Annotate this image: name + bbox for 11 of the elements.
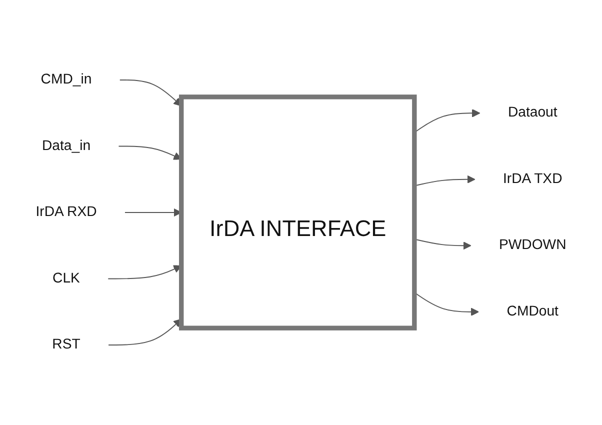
- node-text: Dataout: [508, 104, 558, 120]
- node-text: RST: [52, 336, 80, 352]
- node-text: IrDA RXD: [36, 204, 97, 220]
- node-text: PWDOWN: [498, 236, 566, 253]
- node-text: CMD_in: [40, 71, 92, 88]
- node-box: IrDA INTERFACE: [179, 94, 417, 330]
- node-text: CMDout: [506, 303, 558, 320]
- node-text: Data_in: [42, 138, 91, 154]
- node-text: CLK: [52, 270, 80, 286]
- node-text: IrDA TXD: [503, 170, 562, 187]
- arrow: [108, 318, 182, 346]
